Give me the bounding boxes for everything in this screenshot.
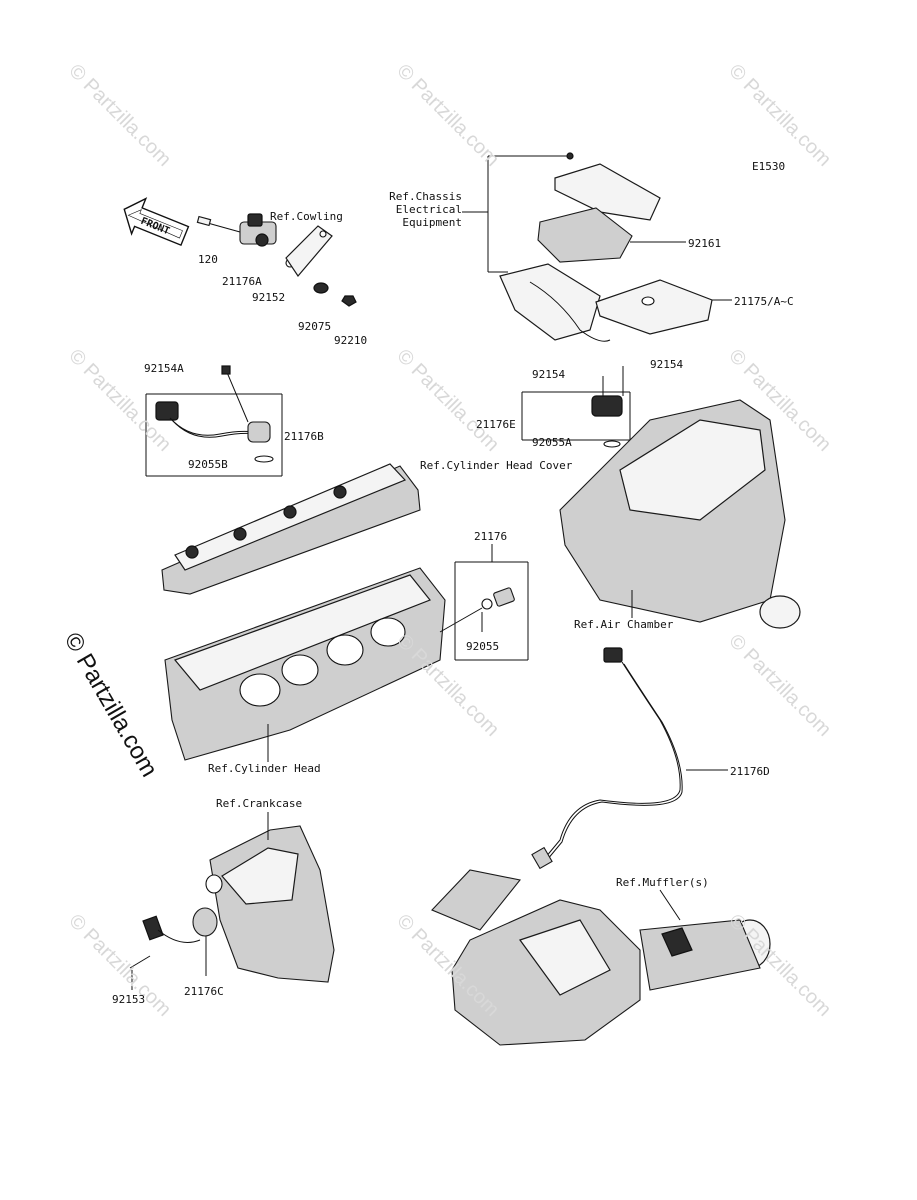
ref-air-chamber-label: Ref.Air Chamber xyxy=(574,618,674,631)
air-chamber-icon xyxy=(559,399,801,629)
sensor-21176d-icon xyxy=(531,647,728,870)
part-92153: 92153 xyxy=(112,993,146,1006)
sensor-21176c-icon xyxy=(129,907,218,990)
part-92161: 92161 xyxy=(688,237,722,250)
part-21176d: 21176D xyxy=(730,765,770,778)
part-21175: 21175/A~C xyxy=(734,295,794,308)
sensor-21176a-icon xyxy=(196,213,357,307)
ref-cylinder-head-label: Ref.Cylinder Head xyxy=(208,762,321,775)
ref-muffler-label: Ref.Muffler(s) xyxy=(616,876,709,889)
ref-cylinder-head-cover-label: Ref.Cylinder Head Cover xyxy=(420,459,573,472)
part-21176c: 21176C xyxy=(184,985,224,998)
part-21176: 21176 xyxy=(474,530,508,543)
part-92152: 92152 xyxy=(252,291,286,304)
part-21176a: 21176A xyxy=(222,275,262,288)
cylinder-head-icon xyxy=(164,567,446,762)
part-92154-right: 92154 xyxy=(650,358,684,371)
front-arrow-icon: FRONT xyxy=(123,197,190,247)
part-92055: 92055 xyxy=(466,640,500,653)
muffler-icon xyxy=(431,869,771,1046)
sensor-21176b-icon xyxy=(145,365,283,477)
part-92055a: 92055A xyxy=(532,436,572,449)
ecu-bracket-icon xyxy=(462,152,732,342)
part-92154-left: 92154 xyxy=(532,368,566,381)
sensor-21176e-icon xyxy=(521,366,631,448)
part-92154a: 92154A xyxy=(144,362,184,375)
part-92055b: 92055B xyxy=(188,458,228,471)
crankcase-icon xyxy=(205,812,335,983)
part-21176e: 21176E xyxy=(476,418,516,431)
part-92075: 92075 xyxy=(298,320,332,333)
diagram-code: E1530 xyxy=(752,160,786,173)
part-120: 120 xyxy=(198,253,218,266)
part-92210: 92210 xyxy=(334,334,368,347)
part-21176b: 21176B xyxy=(284,430,324,443)
ref-chassis-label: Ref.Chassis Electrical Equipment xyxy=(389,190,462,229)
cylinder-head-cover-icon xyxy=(161,463,421,595)
ref-cowling-label: Ref.Cowling xyxy=(270,210,343,223)
ref-crankcase-label: Ref.Crankcase xyxy=(216,797,303,810)
sensor-21176-icon xyxy=(439,544,529,661)
